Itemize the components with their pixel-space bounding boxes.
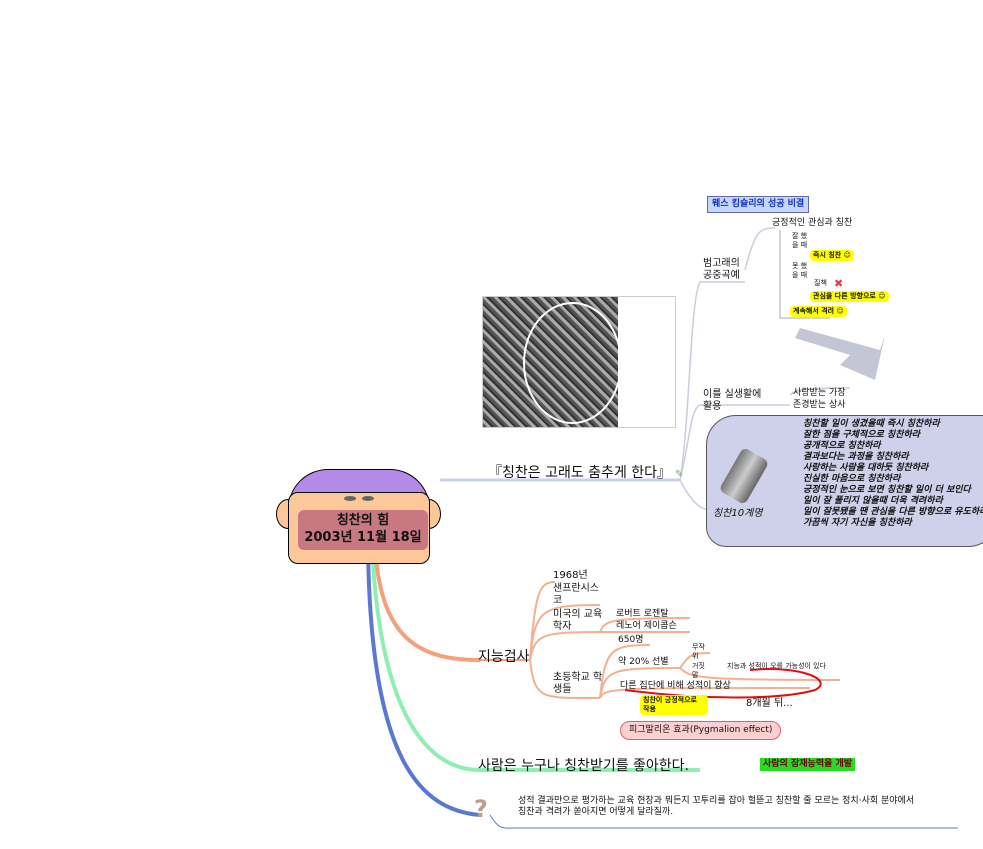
topic-pygmalion[interactable]: 피그말리온 효과(Pygmalion effect) <box>620 721 782 740</box>
central-topic[interactable]: 칭찬의 힘 2003년 11월 18일 <box>276 464 441 564</box>
commandment-item[interactable]: 진실한 마음으로 칭찬하라 <box>803 474 901 484</box>
topic-everyone[interactable]: 사람은 누구나 칭찬받기를 좋아한다. <box>478 758 689 774</box>
topic-year[interactable]: 1968년 <box>553 570 588 581</box>
topic-later[interactable]: 8개월 뒤... <box>746 698 793 709</box>
topic-lie[interactable]: 거짓말 <box>692 662 705 679</box>
topic-bad[interactable]: 못 했을 때 <box>792 262 808 279</box>
topic-select[interactable]: 약 20% 선별 <box>618 657 669 667</box>
topic-count[interactable]: 650명 <box>618 635 644 645</box>
topic-encourage[interactable]: 계속해서 격려 <box>793 307 835 315</box>
commandment-item[interactable]: 잘한 점을 구체적으로 칭찬하라 <box>803 430 921 440</box>
topic-potential[interactable]: 사람의 잠재능력을 개발 <box>760 758 856 771</box>
topic-lie-text[interactable]: 지능과 성적이 오를 가능성이 있다 <box>727 662 827 670</box>
topic-orca[interactable]: 범고래의 공중곡예 <box>703 258 740 281</box>
note-icon[interactable]: ✎ <box>675 469 684 480</box>
secret-title[interactable]: 웨스 킹슬리의 성공 비결 <box>707 196 810 213</box>
dolphin-photo <box>482 296 676 428</box>
topic-whale[interactable]: 『칭찬은 고래도 춤추게 한다』 <box>488 465 672 481</box>
commandment-item[interactable]: 공개적으로 칭찬하라 <box>803 441 881 451</box>
commandments-title: 칭찬10계명 <box>713 508 763 519</box>
topic-scholar-2[interactable]: 레노어 제이콥슨 <box>616 621 677 631</box>
topic-scholars[interactable]: 미국의 교육학자 <box>553 609 603 632</box>
arrow-shape <box>795 328 885 380</box>
topic-redirect[interactable]: 관심을 다른 방향으로 <box>813 292 876 300</box>
pushpin-icon <box>718 446 770 506</box>
topic-random[interactable]: 무작위 <box>692 643 705 660</box>
topic-city[interactable]: 샌프란시스코 <box>553 583 599 606</box>
topic-praise-effect[interactable]: 칭찬이 긍정적으로 작용 <box>640 695 708 715</box>
central-date: 2003년 11월 18일 <box>304 530 422 545</box>
question-line-2[interactable]: 칭찬과 격려가 쏟아지면 어떻게 달라질까. <box>518 807 674 817</box>
topic-iq[interactable]: 지능검사 <box>478 649 530 665</box>
question-line-1[interactable]: 성적 결과만으로 평가하는 교육 현장과 뭐든지 꼬투리를 잡아 헐뜯고 칭찬할… <box>518 796 915 806</box>
commandment-item[interactable]: 가끔씩 자기 자신을 칭찬하라 <box>803 518 912 528</box>
cross-icon: ✖ <box>834 277 844 290</box>
topic-good[interactable]: 잘 했을 때 <box>792 232 808 249</box>
topic-scold[interactable]: 질책 <box>814 279 827 287</box>
topic-result[interactable]: 다른 집단에 비해 성적이 향상 <box>620 681 731 691</box>
smile-icon: ☺ <box>878 292 886 300</box>
commandments-cloud: 칭찬10계명 칭찬할 일이 생겼을때 즉시 칭찬하라 잘한 점을 구체적으로 칭… <box>706 415 983 547</box>
commandment-item[interactable]: 사랑하는 사람을 대하듯 칭찬하라 <box>803 463 929 473</box>
topic-positive[interactable]: 긍정적인 관심과 칭찬 <box>772 218 853 228</box>
question-icon: ? <box>474 795 488 823</box>
topic-loved[interactable]: 사랑받는 가장 <box>793 388 846 398</box>
topic-respected[interactable]: 존경받는 상사 <box>793 400 846 410</box>
topic-apply[interactable]: 이를 실생활에 활용 <box>703 389 762 412</box>
commandments-list: 칭찬할 일이 생겼을때 즉시 칭찬하라 잘한 점을 구체적으로 칭찬하라 공개적… <box>803 419 983 529</box>
commandment-item[interactable]: 결과보다는 과정을 칭찬하라 <box>803 452 909 462</box>
central-title: 칭찬의 힘 <box>336 513 390 528</box>
smile-icon: ☺ <box>843 251 851 259</box>
commandment-item[interactable]: 일이 잘못됐을 땐 관심을 다른 방향으로 유도하라 <box>803 507 983 517</box>
topic-scholar-1[interactable]: 로버트 로젠탈 <box>616 609 669 619</box>
smile-icon: ☺ <box>836 307 844 315</box>
commandment-item[interactable]: 일이 잘 풀리지 않을때 더욱 격려하라 <box>803 496 943 506</box>
commandment-item[interactable]: 칭찬할 일이 생겼을때 즉시 칭찬하라 <box>803 419 940 429</box>
topic-students[interactable]: 초등학교 학생들 <box>553 672 603 695</box>
commandment-item[interactable]: 긍정적인 눈으로 보면 칭찬할 일이 더 보인다 <box>803 485 971 495</box>
topic-instant[interactable]: 즉시 칭찬 <box>813 251 842 259</box>
